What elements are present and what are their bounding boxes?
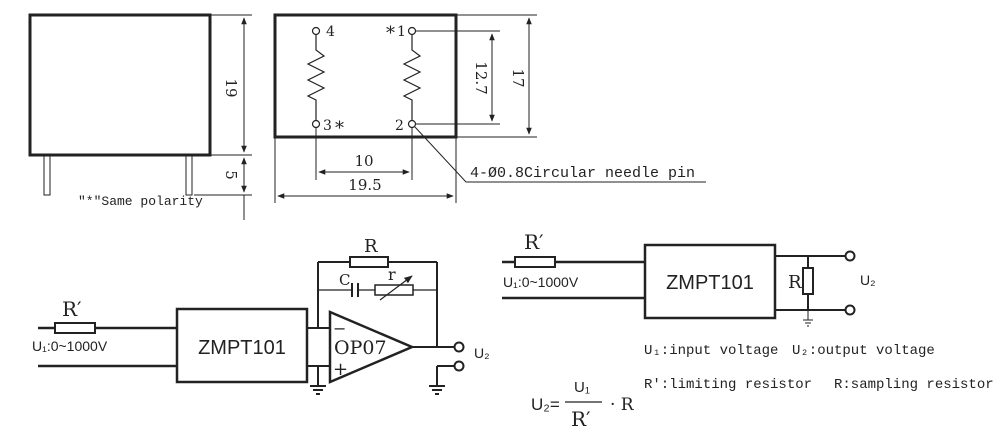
circuit-left — [38, 256, 465, 395]
side-pin-left — [43, 154, 51, 196]
winding-right — [402, 35, 422, 120]
input-range-right: U₁:0~1000V — [503, 274, 579, 290]
dim-label-10: 10 — [354, 152, 373, 170]
winding-left — [306, 35, 326, 120]
ground-symbol-output — [429, 385, 445, 395]
op07-opamp — [328, 310, 416, 384]
side-view — [28, 13, 252, 220]
side-pin-right — [185, 154, 193, 196]
pin-4 — [311, 26, 321, 36]
zmpt101-block-right — [643, 243, 777, 320]
ground-symbol-left — [310, 385, 326, 395]
trim-r-label: r — [388, 265, 396, 284]
opamp-minus-label: − — [333, 319, 346, 338]
pin-label-4: 4 — [326, 24, 335, 40]
sampling-resistor — [802, 267, 814, 295]
dim-label-12-7: 12.7 — [472, 61, 490, 94]
r-prime-label-right: R′ — [524, 230, 544, 254]
opamp-plus-label: + — [333, 359, 348, 380]
module-side-body — [28, 13, 212, 157]
legend-r-prime: R′:limiting resistor — [644, 377, 812, 393]
formula-lhs: U₂= — [531, 395, 560, 414]
r-prime-label-left: R′ — [62, 297, 82, 321]
pin-2 — [407, 119, 417, 129]
opamp-label: OP07 — [334, 337, 387, 359]
needle-pin-leader — [414, 126, 706, 183]
pin-star-1: * — [386, 23, 395, 44]
pin-3 — [311, 119, 321, 129]
pin-label-2: 2 — [395, 118, 404, 134]
pin-star-3: * — [335, 118, 344, 139]
output-label-left: U₂ — [474, 345, 490, 361]
circuit-right — [502, 243, 856, 327]
capacitor-label: C — [339, 271, 350, 289]
limiting-resistor-left — [54, 322, 96, 334]
output-terminal-right-top — [844, 250, 856, 262]
needle-pin-note: 4-Ø0.8Circular needle pin — [470, 165, 695, 182]
legend-u2: U₂:output voltage — [792, 343, 935, 359]
pin-label-3: 3 — [323, 118, 332, 134]
zmpt101-label-right: ZMPT101 — [666, 272, 754, 294]
legend-u1: U₁:input voltage — [644, 343, 778, 359]
pin-1 — [407, 26, 417, 36]
dim-label-19-5: 19.5 — [348, 176, 381, 194]
output-terminal-left-bottom — [453, 360, 465, 372]
pin-view — [273, 13, 706, 203]
pin-label-1: 1 — [397, 24, 406, 40]
output-terminal-left-top — [453, 341, 465, 353]
ground-symbol-right — [803, 319, 813, 327]
dim-label-19: 19 — [222, 78, 240, 97]
dim-label-17: 17 — [509, 68, 527, 87]
module-top-body — [273, 13, 458, 139]
output-label-right: U₂ — [860, 272, 876, 288]
feedback-r-label: R — [364, 236, 378, 257]
feedback-resistor-r — [349, 256, 389, 268]
formula-tail: · R — [610, 395, 635, 415]
same-polarity-note: "*"Same polarity — [78, 194, 203, 209]
limiting-resistor-right — [514, 256, 556, 268]
formula-denominator: R′ — [571, 407, 591, 431]
legend-r: R:sampling resistor — [834, 377, 994, 393]
zmpt101-label-left: ZMPT101 — [198, 337, 286, 359]
sampling-r-label: R — [788, 272, 802, 293]
dim-label-5: 5 — [222, 170, 240, 180]
output-terminal-right-bottom — [844, 304, 856, 316]
zmpt101-block-left — [175, 307, 309, 384]
formula-numerator: U₁ — [574, 379, 590, 396]
input-range-left: U₁:0~1000V — [32, 338, 108, 354]
